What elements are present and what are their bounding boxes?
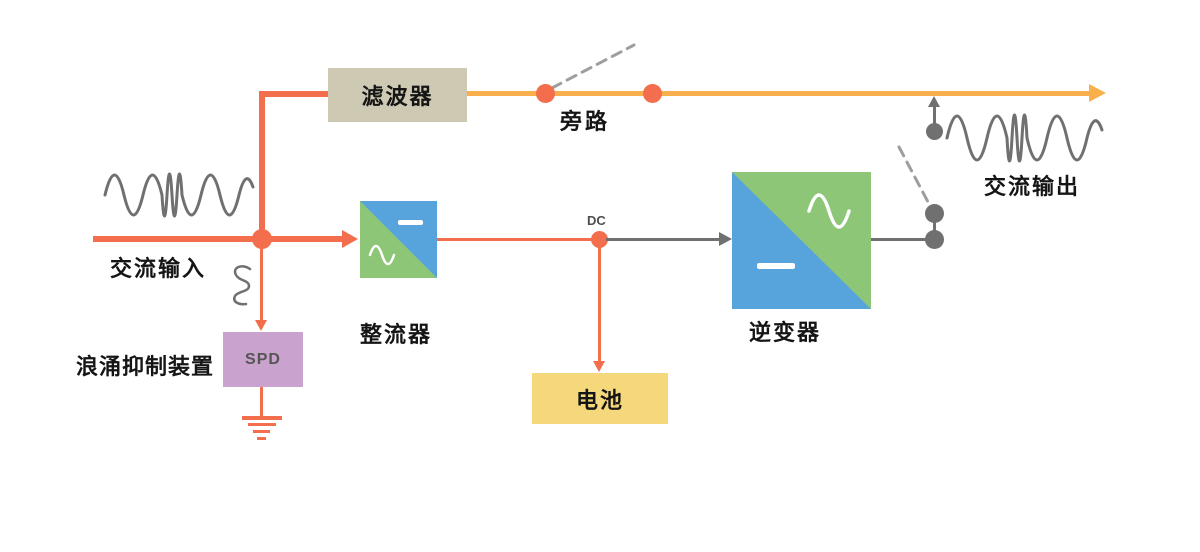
filter-label: 滤波器 [361,84,434,109]
rectifier-ac-sine-icon [368,244,396,266]
output-switch-dot-lower [925,230,944,249]
bypass-switch-dot-left [536,84,555,103]
surge-protector-label: 浪涌抑制装置 [76,354,215,379]
output-switch-connector-line [933,212,936,240]
spd-arrowhead-icon [255,320,267,331]
dc-node-dot [591,231,608,248]
bypass-switch-blade [550,43,636,90]
ground-bar-4 [257,437,266,440]
bypass-label: 旁路 [560,109,611,134]
battery-arrowhead-icon [593,361,605,372]
inverter-output-line [871,238,934,241]
filter-box: 滤波器 [328,68,467,122]
junction-to-rectifier-line [262,236,342,242]
inverter-dc-minus-icon [757,263,795,269]
ac-input-label: 交流输入 [110,256,207,281]
ground-bar-2 [248,423,276,426]
ac-input-wave-icon [103,172,255,218]
rectifier-label: 整流器 [360,322,433,347]
spd-box: SPD [223,332,303,387]
battery-box: 电池 [532,373,668,424]
bypass-arrowhead-icon [1089,84,1106,102]
output-up-arrowhead-icon [928,96,940,107]
inverter-label: 逆变器 [749,320,822,345]
output-feed-dot [926,123,943,140]
output-switch-blade [897,145,930,204]
bypass-switch-dot-right [643,84,662,103]
inverter-ac-sine-icon [807,193,851,229]
ground-bar-3 [253,430,270,433]
dc-to-battery-line [598,247,601,362]
inverter-box [732,172,871,309]
dc-to-inverter-line [606,238,719,241]
inverter-arrowhead-icon [719,232,732,246]
dc-node-label: DC [587,213,606,228]
ac-output-label: 交流输出 [984,174,1081,199]
rectifier-dc-minus-icon [398,220,423,225]
junction-to-spd-line [260,249,263,321]
riser-to-filter-line [259,91,328,97]
ac-input-line [93,236,262,242]
ground-bar-1 [242,416,282,420]
bypass-line [467,91,1089,96]
rectifier-box [360,201,437,278]
ground-stem-line [260,387,263,416]
surge-squiggle-icon [233,265,252,306]
ac-output-wave-icon [945,113,1104,163]
output-switch-dot-upper [925,204,944,223]
rectifier-arrowhead-icon [342,230,358,248]
output-to-bypass-line [933,106,936,126]
filter-riser-line [259,94,265,239]
spd-box-label: SPD [245,350,281,368]
rectifier-to-dc-line [437,238,599,241]
battery-label: 电池 [575,387,624,413]
